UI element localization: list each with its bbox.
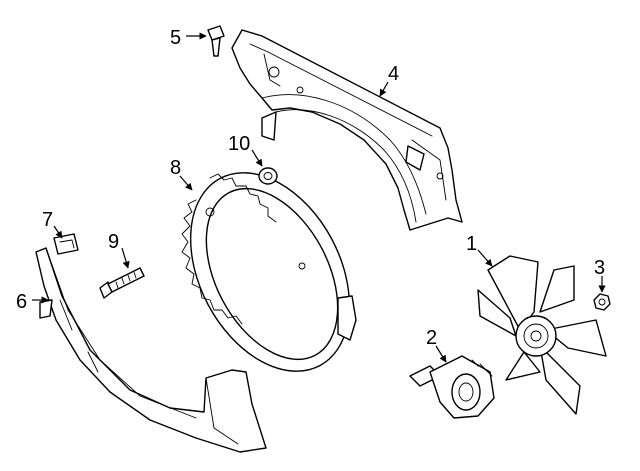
callout-numbers: 5 4 10 8 7 9 6 1 3 2	[16, 27, 605, 349]
callout-5: 5	[170, 27, 181, 49]
upper-fan-shroud	[231, 29, 463, 231]
clip-nut	[53, 233, 79, 255]
leader-2	[435, 345, 447, 363]
fan-clutch	[409, 355, 495, 419]
bolt	[207, 25, 225, 57]
leader-1	[477, 249, 493, 267]
fan-blade	[477, 255, 607, 415]
callout-1: 1	[466, 233, 477, 255]
stud	[99, 267, 145, 299]
leader-8	[179, 175, 193, 191]
grommet	[258, 167, 278, 185]
callout-3: 3	[594, 257, 605, 279]
callout-4: 4	[388, 63, 399, 85]
callout-9: 9	[108, 231, 119, 253]
callout-leaders	[32, 32, 606, 363]
fan-ring	[181, 172, 357, 372]
leader-4	[379, 81, 389, 97]
leader-10	[251, 149, 263, 167]
callout-2: 2	[426, 327, 437, 349]
nut	[593, 293, 611, 311]
callout-7: 7	[42, 209, 53, 231]
leader-9	[121, 247, 130, 269]
callout-8: 8	[170, 157, 181, 179]
leader-7	[53, 225, 63, 239]
callout-10: 10	[228, 133, 250, 155]
callout-6: 6	[16, 291, 27, 313]
